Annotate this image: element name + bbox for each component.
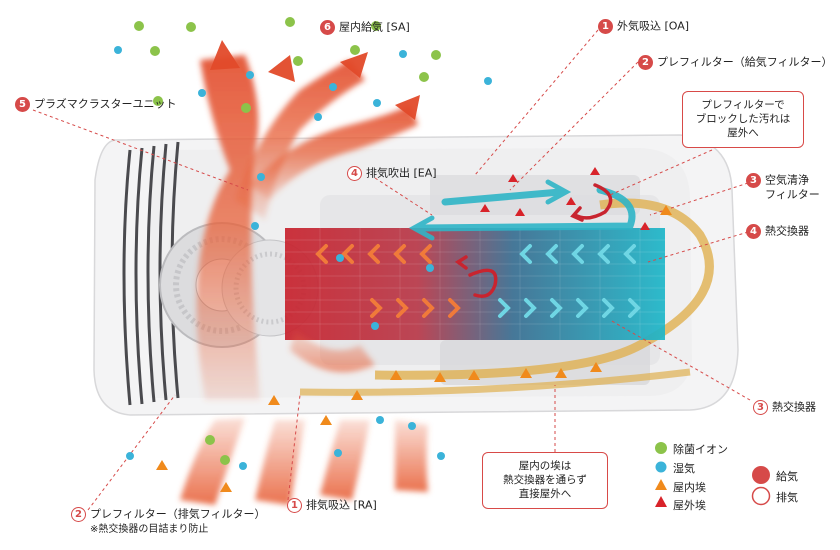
legend-outdoor-dust-label: 屋外埃 — [673, 499, 706, 512]
return-air-plume — [180, 330, 428, 505]
legend-humidity-dot — [655, 461, 667, 473]
label-indoor-supply: 6 屋内給気 [SA] — [320, 20, 410, 35]
label-text: 空気清浄 — [765, 173, 809, 187]
legend-humidity-label: 湿気 — [673, 462, 695, 475]
label-text: プレフィルター（給気フィルター） — [657, 55, 833, 69]
label-number-badge: 3 — [746, 173, 761, 188]
label-text: 熱交換器 — [772, 400, 816, 414]
exhaust-plume — [196, 55, 418, 400]
label-supply-prefilter: 2 プレフィルター（給気フィルター） — [638, 55, 833, 70]
legend-exhaust-circle — [751, 486, 771, 506]
legend-indoor-dust-triangle — [655, 479, 667, 490]
supply-duct-lower — [299, 368, 691, 396]
callout-prefilter-dirt: プレフィルターで ブロックした汚れは 屋外へ — [682, 91, 804, 148]
callout-dust-direct: 屋内の埃は 熱交換器を通らず 直接屋外へ — [482, 452, 608, 509]
label-text: 外気吸込 [OA] — [617, 19, 690, 33]
label-text-line2: フィルター — [765, 188, 820, 201]
humidity-particles — [114, 46, 492, 470]
ion-particles — [134, 17, 441, 465]
dirt-swirl-arrows — [454, 183, 613, 298]
legend-ion-dot — [655, 442, 667, 454]
callout-line: ブロックした汚れは — [695, 113, 791, 126]
label-heat-exchanger-bottom: 3 熱交換器 — [753, 400, 816, 415]
label-plasmacluster-unit: 5 プラズマクラスターユニット — [15, 97, 177, 112]
legend-indoor-dust-label: 屋内埃 — [673, 481, 706, 494]
legend-exhaust-label: 排気 — [776, 491, 798, 504]
callout-line: 屋外へ — [727, 127, 759, 140]
core-flow-upper — [315, 244, 636, 264]
legend-outdoor-dust-triangle — [655, 496, 667, 507]
label-text: 排気吸込 [RA] — [306, 498, 377, 512]
label-outdoor-intake: 1 外気吸込 [OA] — [598, 19, 689, 34]
outdoor-dust-particles — [480, 167, 650, 230]
label-number-badge: 4 — [746, 224, 761, 239]
callout-line: プレフィルターで — [701, 99, 785, 111]
legend-symbols — [655, 442, 771, 507]
legend-ion-label: 除菌イオン — [673, 443, 728, 456]
legend-supply-label: 給気 — [776, 470, 798, 483]
label-number-badge: 5 — [15, 97, 30, 112]
legend-supply-circle — [752, 466, 770, 484]
label-heat-exchanger-top: 4 熱交換器 — [746, 224, 809, 239]
label-number-badge: 4 — [347, 166, 362, 181]
callout-line: 直接屋外へ — [518, 488, 572, 501]
label-number-badge: 2 — [71, 507, 86, 522]
heat-exchanger-core — [285, 228, 665, 340]
label-number-badge: 1 — [598, 19, 613, 34]
label-number-badge: 2 — [638, 55, 653, 70]
label-note: ※熱交換器の目詰まり防止 — [90, 524, 209, 535]
callout-line: 屋内の埃は — [518, 460, 572, 472]
label-number-badge: 3 — [753, 400, 768, 415]
exhaust-plume-arrows — [210, 40, 420, 120]
callout-line: 熱交換器を通らず — [503, 474, 587, 487]
label-text: 熱交換器 — [765, 224, 809, 238]
core-flow-lower — [370, 298, 641, 318]
label-exhaust-prefilter: 2 プレフィルター（排気フィルター） ※熱交換器の目詰まり防止 — [71, 507, 266, 537]
indoor-dust-particles — [156, 205, 672, 492]
label-text: 屋内給気 [SA] — [339, 20, 410, 34]
label-text: 排気吹出 [EA] — [366, 166, 437, 180]
label-exhaust-outlet: 4 排気吹出 [EA] — [347, 166, 437, 181]
label-air-purifier-filter: 3 空気清浄 フィルター — [746, 173, 820, 202]
label-text: プレフィルター（排気フィルター） — [90, 507, 266, 521]
label-number-badge: 1 — [287, 498, 302, 513]
label-exhaust-intake: 1 排気吸込 [RA] — [287, 498, 377, 513]
label-text: プラズマクラスターユニット — [34, 97, 177, 111]
supply-duct — [374, 198, 714, 380]
label-number-badge: 6 — [320, 20, 335, 35]
